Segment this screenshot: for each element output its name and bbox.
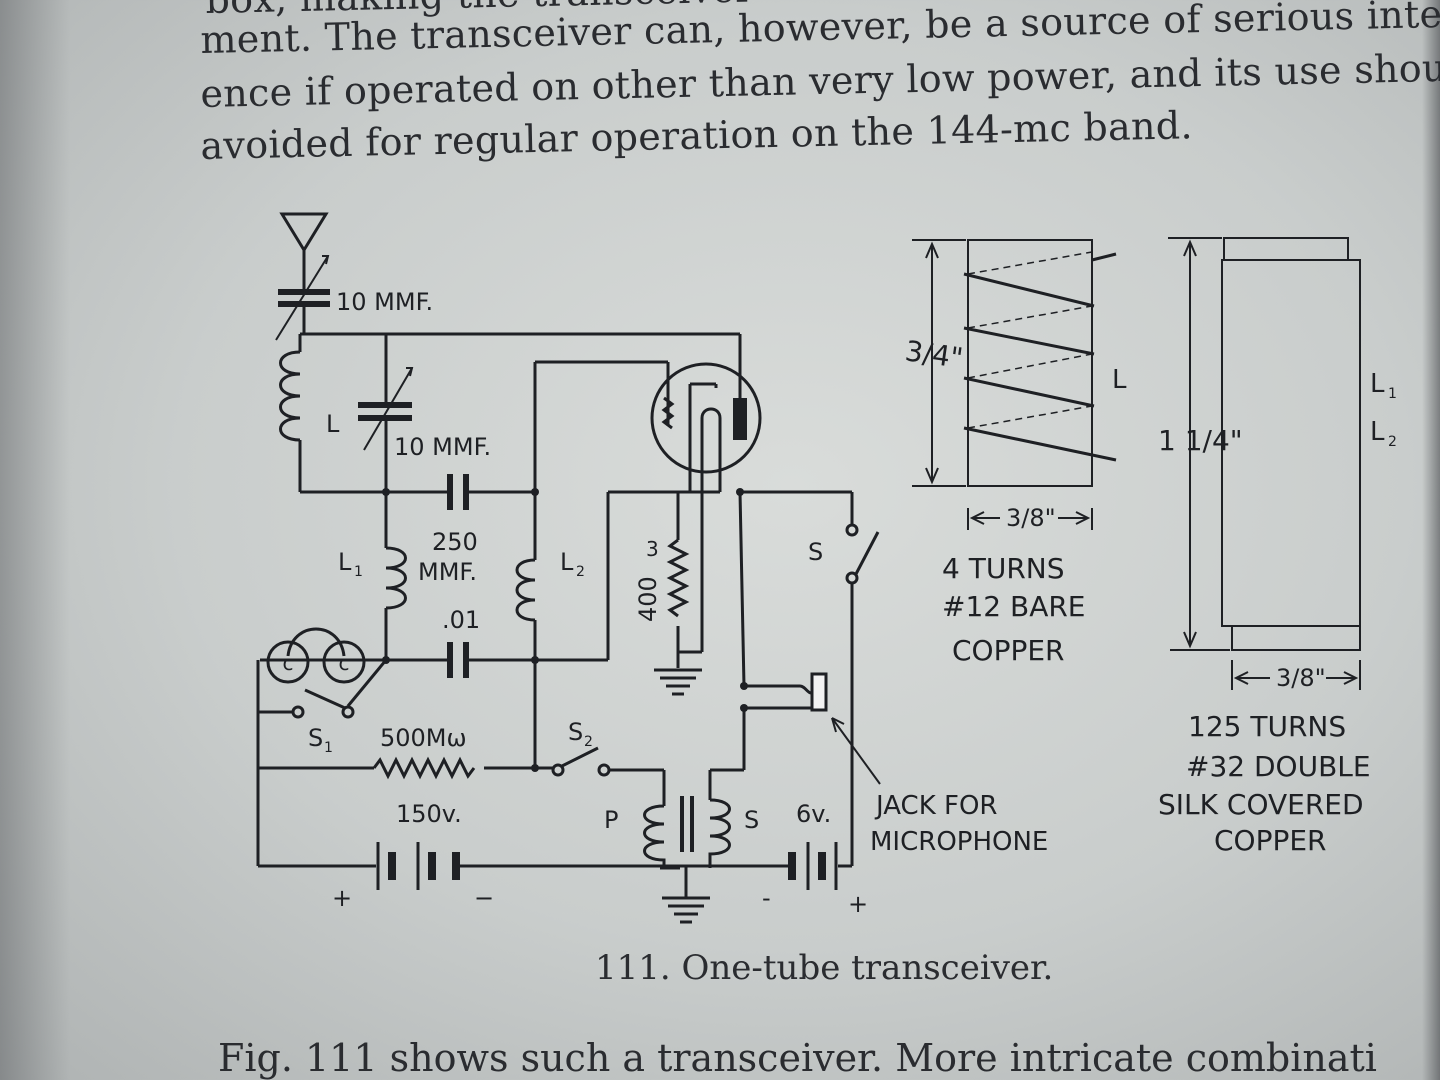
coil-detail-l1-l2 <box>1168 237 1361 690</box>
transformer-primary <box>643 770 666 870</box>
label-battery-b-minus: − <box>474 884 494 912</box>
inductor-l <box>279 350 301 442</box>
label-switch-s2-sub: 2 <box>584 734 593 750</box>
coil-l1l2-desc-3: SILK COVERED <box>1158 788 1364 821</box>
label-cap-tuning: 10 MMF. <box>394 433 491 461</box>
svg-text:c: c <box>339 651 350 675</box>
label-coil-l2-sub: 2 <box>576 564 585 580</box>
label-resistor-fil-value: 400 <box>634 576 662 622</box>
coil-l-desc-1: 4 TURNS <box>942 552 1065 585</box>
label-coil-l1-sub: 1 <box>354 564 363 580</box>
page-edge-shadow <box>1422 0 1440 1080</box>
label-resistor-grid: 500Mω <box>380 724 467 752</box>
label-jack-1: JACK FOR <box>874 791 998 821</box>
label-coil-l1l2-height: 1 1/4" <box>1158 424 1243 457</box>
coil-l-desc-3: COPPER <box>952 634 1065 667</box>
page-gutter-shadow <box>0 0 70 1080</box>
label-coil-l1l2-width: 3/8" <box>1276 664 1326 692</box>
label-switch-s: S <box>808 538 823 566</box>
label-switch-s1-sub: 1 <box>324 740 333 756</box>
coil-l1l2-desc-1: 125 TURNS <box>1188 710 1346 743</box>
label-cap-antenna: 10 MMF. <box>336 288 433 316</box>
label-inductor-l: L <box>326 410 340 438</box>
antenna-symbol <box>279 212 329 290</box>
coil-l1l2-desc-2: #32 DOUBLE <box>1186 750 1371 783</box>
battery-6v <box>788 842 838 890</box>
label-coil-l1: L <box>338 548 352 576</box>
label-coil-l-width: 3/8" <box>1006 504 1056 532</box>
coil-detail-l <box>912 239 1117 530</box>
label-battery-a: 6v. <box>796 800 831 828</box>
label-coil-l2: L <box>560 548 574 576</box>
resistor-500m <box>372 756 476 780</box>
label-battery-a-minus: - <box>762 884 771 912</box>
label-coil-l: L <box>1112 365 1127 395</box>
circuit-wiring: c c <box>256 212 881 924</box>
resistor-filament <box>666 538 690 618</box>
headphones-icon: c c <box>266 627 366 684</box>
paragraph-line: Fig. 111 shows such a transceiver. More … <box>218 1036 1377 1080</box>
svg-text:c: c <box>283 651 294 675</box>
label-coil-l1-subscript: 1 <box>1388 386 1397 402</box>
vacuum-tube <box>650 362 762 490</box>
battery-150v <box>376 842 460 890</box>
label-resistor-fil-top: 3 <box>646 537 659 561</box>
label-battery-b-plus: + <box>332 884 352 912</box>
label-coil-l-height: 3/4" <box>903 334 965 375</box>
label-transformer-p: P <box>604 806 618 834</box>
label-cap-grid-value: 250 <box>432 528 478 556</box>
ground-symbol <box>654 668 702 696</box>
label-switch-s1: S <box>308 724 323 752</box>
label-cap-bypass: .01 <box>442 606 480 634</box>
label-battery-a-plus: + <box>848 890 868 918</box>
transformer-secondary <box>708 798 731 868</box>
label-coil-l1: L <box>1370 369 1385 399</box>
microphone-jack <box>810 672 828 712</box>
label-cap-grid-unit: MMF. <box>418 558 477 586</box>
label-transformer-s: S <box>744 806 759 834</box>
label-switch-s2: S <box>568 718 583 746</box>
figure-caption: 111. One-tube transceiver. <box>595 948 1054 988</box>
label-jack-2: MICROPHONE <box>870 827 1048 857</box>
label-coil-l2-subscript: 2 <box>1388 434 1397 450</box>
label-battery-b: 150v. <box>396 800 462 828</box>
ground-symbol <box>662 896 710 924</box>
coil-l-desc-2: #12 BARE <box>942 590 1086 623</box>
coil-l1l2-desc-4: COPPER <box>1214 824 1327 857</box>
label-coil-l2: L <box>1370 417 1385 447</box>
coil-l2 <box>515 558 536 622</box>
coil-l1 <box>385 546 407 610</box>
